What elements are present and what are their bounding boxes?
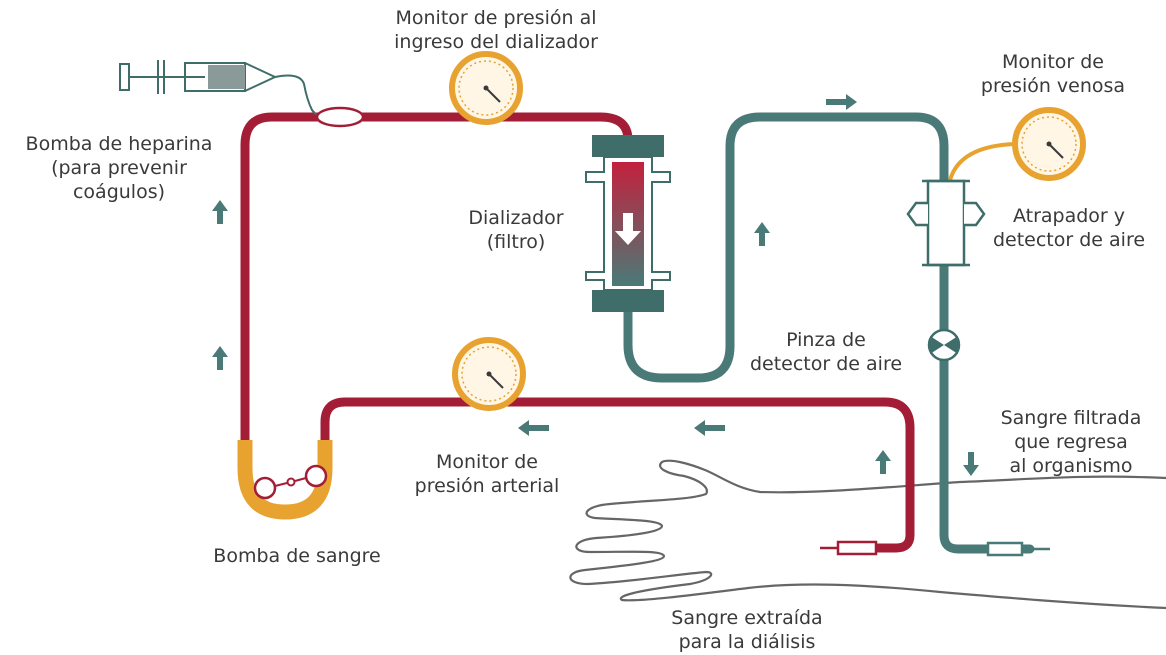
label-line: detector de aire [992,229,1146,251]
arrow-left-1 [518,420,549,436]
arterial-line-top [240,112,633,445]
label-line: Pinza de [786,329,866,351]
pump-rollers [253,464,328,500]
label-line: Dializador [468,207,564,229]
gauge-inlet [449,51,523,125]
arrow-right-top [826,94,857,110]
arrow-up-mid [754,222,770,246]
label-line: ingreso del dializador [394,31,598,53]
arterial-needle [836,540,878,556]
label-line: presión arterial [414,475,560,497]
label-line: presión venosa [980,75,1126,97]
label-line: Monitor de presión al [395,7,597,29]
label-line: detector de aire [749,353,903,375]
heparin-connector [315,106,365,128]
hand-outline [569,459,1166,610]
label-atrapador: Atrapador y detector de aire [976,204,1162,252]
label-monitor-venosa: Monitor de presión venosa [958,50,1148,98]
arrow-up-left-1 [212,200,228,224]
label-line: (filtro) [486,231,546,253]
label-sangre-filtrada: Sangre filtrada que regresa al organismo [980,406,1162,478]
label-bomba-sangre: Bomba de sangre [190,544,404,568]
label-line: que regresa [1014,431,1128,453]
blood-pump [237,440,333,520]
label-line: Atrapador y [1012,205,1126,227]
air-clamp [927,328,961,362]
heparin-syringe [119,60,326,119]
venous-line [623,112,1035,554]
venous-monitor-tube [948,142,1016,181]
label-sangre-extraida: Sangre extraída para la diálisis [652,606,842,654]
air-trap [906,179,986,267]
venous-needle [986,541,1024,557]
label-line: al organismo [1009,455,1133,477]
label-line: Sangre extraída [671,607,823,629]
label-line: para la diálisis [678,631,816,653]
gauge-arterial [452,337,526,411]
label-line: Monitor de [435,451,538,473]
arrow-left-2 [694,420,725,436]
arrow-down-right [963,452,979,476]
dialyzer [585,135,671,312]
label-monitor-arterial: Monitor de presión arterial [390,450,584,498]
label-line: Sangre filtrada [1000,407,1142,429]
label-line: coágulos) [72,181,166,203]
label-line: Bomba de sangre [213,545,381,567]
arrow-up-right [875,450,891,474]
label-line: (para prevenir [51,157,187,179]
label-dializador: Dializador (filtro) [450,206,582,254]
label-line: Bomba de heparina [25,133,213,155]
gauge-venous [1012,107,1086,181]
label-pinza: Pinza de detector de aire [730,328,922,376]
label-bomba-heparina: Bomba de heparina (para prevenir coágulo… [4,132,234,204]
arrow-up-left-2 [212,346,228,370]
arterial-line-bottom [320,397,915,553]
label-line: Monitor de [1001,51,1104,73]
label-monitor-ingreso: Monitor de presión al ingreso del dializ… [360,6,632,54]
